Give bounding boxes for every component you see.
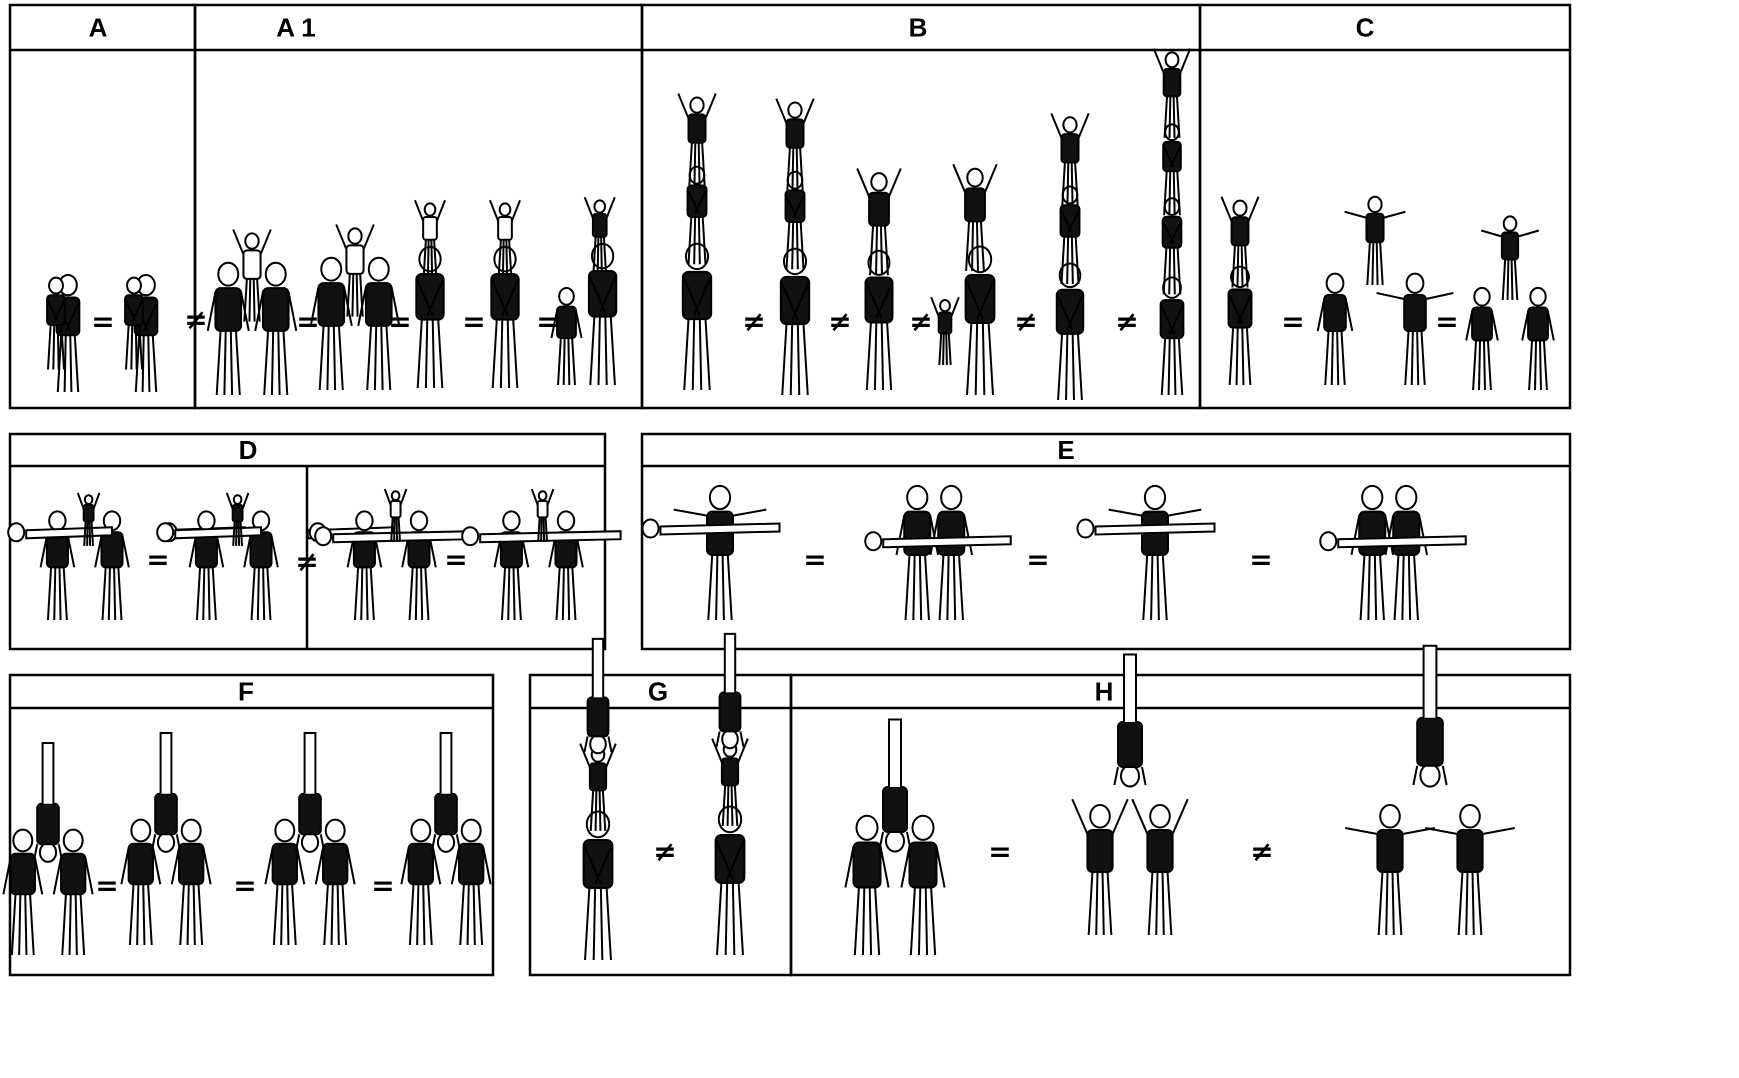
acrobat-figures	[3, 49, 1553, 960]
not-equal-symbol: ≠	[828, 305, 851, 338]
not-equal-symbol: ≠	[295, 545, 318, 578]
panel-title-b: B	[909, 13, 928, 43]
acrobat-group-g-2	[712, 634, 748, 955]
acrobat-group-b-4	[931, 164, 997, 395]
not-equal-symbol: ≠	[653, 835, 676, 868]
acrobat-group-d-4	[462, 489, 620, 620]
equals-symbol: =	[803, 543, 826, 576]
acrobat-group-b-1	[678, 94, 715, 390]
panel-title-d: D	[239, 435, 258, 465]
panel-title-g: G	[648, 677, 668, 707]
equals-symbol: =	[536, 305, 559, 338]
not-equal-symbol: ≠	[1250, 835, 1273, 868]
acrobat-group-c-1	[1221, 197, 1258, 385]
panel-title-h: H	[1095, 677, 1114, 707]
equals-symbol: =	[1249, 543, 1272, 576]
equals-symbol: =	[444, 543, 467, 576]
equals-symbol: =	[95, 869, 118, 902]
acrobat-group-a1-2	[311, 224, 400, 390]
panel-b	[642, 5, 1200, 408]
acrobat-group-b-2	[776, 99, 813, 395]
acrobat-group-b-6	[1154, 49, 1190, 395]
acrobat-group-g-1	[580, 639, 616, 960]
acrobat-group-f-4	[401, 733, 490, 945]
not-equal-symbol: ≠	[909, 305, 932, 338]
acrobat-group-e-3	[1078, 486, 1215, 620]
acrobat-group-f-2	[121, 733, 210, 945]
panel-title-e: E	[1057, 435, 1074, 465]
equals-symbol: =	[1281, 305, 1304, 338]
acrobat-group-a1-1	[208, 229, 297, 395]
panel-title-a1: A 1	[276, 13, 316, 43]
not-equal-symbol: ≠	[742, 305, 765, 338]
equals-symbol: =	[988, 835, 1011, 868]
equals-symbol: =	[388, 305, 411, 338]
equals-symbol: =	[233, 869, 256, 902]
panel-g	[530, 675, 791, 975]
acrobat-group-f-3	[265, 733, 354, 945]
panel-a1	[195, 5, 642, 408]
equals-symbol: =	[296, 305, 319, 338]
not-equal-symbol: ≠	[184, 303, 207, 336]
equals-symbol: =	[146, 543, 169, 576]
acrobat-group-h-3	[1345, 646, 1515, 935]
equals-symbol: =	[1026, 543, 1049, 576]
acrobat-group-b-5	[1051, 113, 1088, 400]
not-equal-symbol: ≠	[1115, 305, 1138, 338]
acrobat-group-h-1	[845, 720, 944, 956]
panel-a	[10, 5, 195, 408]
equals-symbol: =	[91, 305, 114, 338]
acrobat-group-a-2	[125, 275, 157, 392]
acrobat-group-e-2	[865, 486, 1011, 620]
equals-symbol: =	[1435, 305, 1458, 338]
not-equal-symbol: ≠	[1014, 305, 1037, 338]
acrobat-group-a-1	[47, 275, 79, 392]
equals-symbol: =	[371, 869, 394, 902]
acrobat-group-b-3	[857, 169, 901, 391]
acrobat-group-a1-3	[415, 200, 445, 388]
acrobat-group-a1-4	[490, 200, 520, 388]
acrobat-group-a1-5	[551, 197, 616, 385]
panel-title-f: F	[238, 677, 254, 707]
relation-symbols: = ≠ = = = = ≠ ≠ ≠ ≠ ≠ = = = ≠ = = = = = = = ≠ = ≠	[91, 303, 1458, 902]
acrobat-group-e-1	[643, 486, 780, 620]
acrobat-group-e-4	[1320, 486, 1466, 620]
acrobat-group-h-2	[1072, 655, 1187, 936]
panel-title-a: A	[89, 13, 108, 43]
equals-symbol: =	[462, 305, 485, 338]
acrobat-group-c-3	[1466, 216, 1554, 390]
panel-title-c: C	[1356, 13, 1375, 43]
acrobat-group-c-2	[1318, 197, 1454, 385]
acrobat-group-f-1	[3, 743, 92, 955]
